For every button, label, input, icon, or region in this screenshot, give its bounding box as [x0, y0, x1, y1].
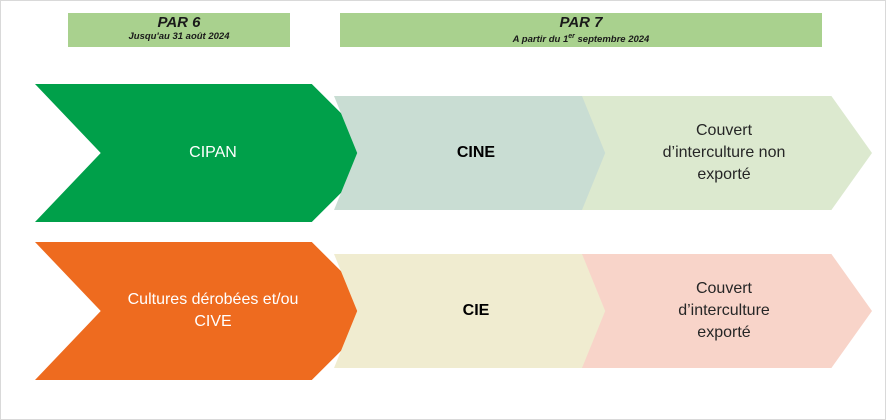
chevron-cie: CIE: [334, 254, 624, 368]
chevron-couvert-non-exporte: Couvert d’interculture non exporté: [582, 96, 872, 210]
header-par6-subtitle: Jusqu'au 31 août 2024: [128, 31, 230, 42]
chevron-cipan-label: CIPAN: [189, 144, 237, 161]
header-par7-subtitle-prefix: A partir du 1: [512, 34, 569, 46]
chevron-cine-label: CINE: [456, 144, 496, 161]
chevron-cine: CINE: [334, 96, 624, 210]
header-par7-subtitle-suffix: septembre 2024: [574, 34, 650, 46]
chevron-couvert-exporte: Couvert d’interculture exporté: [582, 254, 872, 368]
header-par7-subtitle-sup: er: [568, 33, 575, 40]
header-par7-title: PAR 7: [559, 14, 603, 31]
header-par6-title: PAR 6: [157, 14, 201, 31]
chevron-cie-label: CIE: [462, 302, 490, 319]
header-par6: PAR 6 Jusqu'au 31 août 2024: [68, 13, 290, 47]
header-par7-subtitle: A partir du 1er septembre 2024: [340, 31, 822, 45]
header-par7: PAR 7 A partir du 1er septembre 2024: [340, 13, 822, 47]
chevron-cultures-derobees-label: Cultures dérobées et/ou CIVE: [127, 291, 299, 330]
chevron-couvert-non-exporte-label: Couvert d’interculture non exporté: [662, 122, 786, 183]
chevron-couvert-exporte-label: Couvert d’interculture exporté: [678, 280, 770, 341]
